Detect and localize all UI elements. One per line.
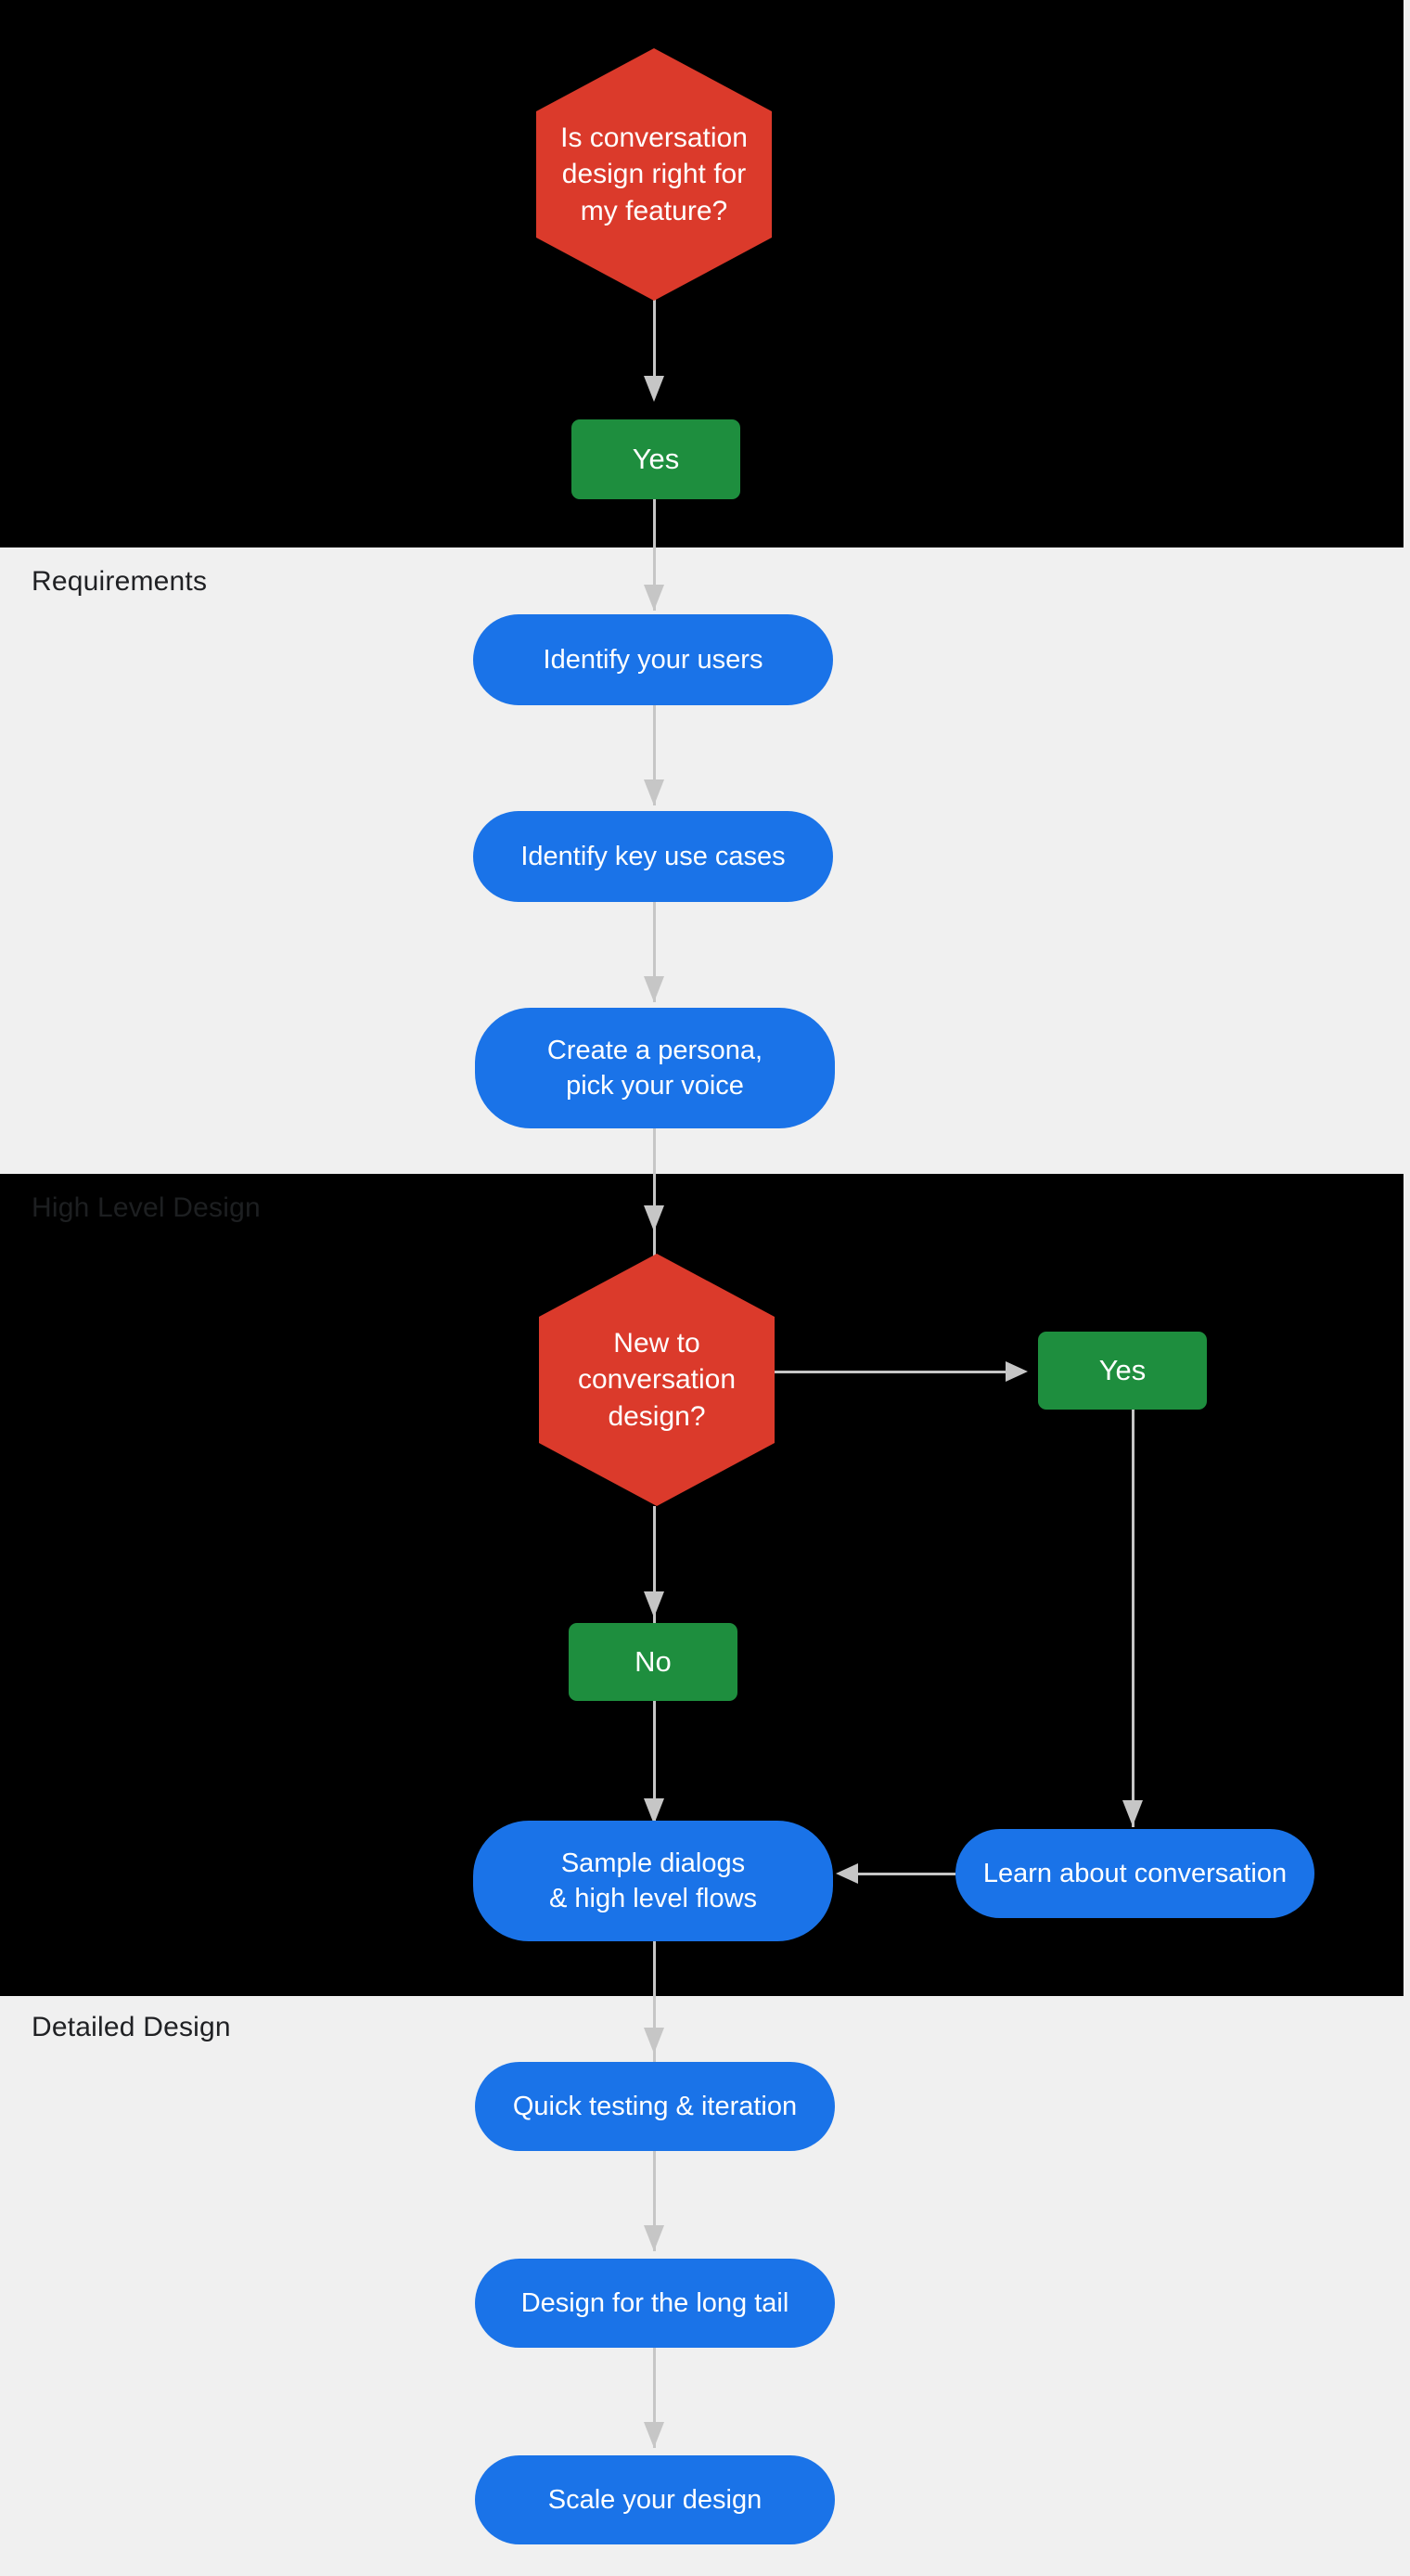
- edge-yes2-to-learn: [1132, 1410, 1134, 1827]
- edge-long-tail-to-scale-design: [653, 2348, 656, 2448]
- edge-persona-to-decision2-arrow: [644, 1205, 664, 1231]
- edge-yes2-to-learn-arrow: [1122, 1800, 1143, 1826]
- canvas-right-margin: [1404, 0, 1410, 2576]
- node-label: Yes: [1098, 1353, 1147, 1386]
- node-label: Design for the long tail: [520, 2287, 789, 2318]
- edge-use-cases-to-persona-arrow: [644, 976, 664, 1002]
- section-label-detailed-design: Detailed Design: [32, 2012, 231, 2042]
- node-terminal-yes-2[interactable]: Yes: [1038, 1332, 1207, 1410]
- edge-learn-to-sample-dialogs-arrow: [836, 1863, 858, 1884]
- node-label: Learn about conversation: [982, 1858, 1288, 1888]
- node-label: Identify key use cases: [520, 841, 786, 871]
- node-terminal-no-1[interactable]: No: [569, 1623, 737, 1701]
- edge-decision1-to-yes1-arrow: [644, 376, 664, 402]
- node-process-quick-testing-iteration[interactable]: Quick testing & iteration: [475, 2062, 835, 2151]
- edge-identify-users-to-use-cases: [653, 705, 656, 805]
- edge-no1-to-sample-dialogs-arrow: [644, 1798, 664, 1824]
- node-process-create-a-persona[interactable]: Create a persona, pick your voice: [475, 1008, 835, 1128]
- node-label: Scale your design: [547, 2484, 763, 2515]
- node-label: Identify your users: [543, 644, 763, 675]
- edge-learn-to-sample-dialogs: [858, 1873, 955, 1875]
- node-process-design-for-the-long-tail[interactable]: Design for the long tail: [475, 2259, 835, 2348]
- node-label: Is conversation design right for my feat…: [560, 122, 748, 226]
- node-process-identify-key-use-cases[interactable]: Identify key use cases: [473, 811, 833, 902]
- node-label: Yes: [632, 442, 680, 475]
- section-label-requirements: Requirements: [32, 566, 208, 597]
- edge-sample-dialogs-to-quick-testing-arrow: [644, 2028, 664, 2054]
- node-process-scale-your-design[interactable]: Scale your design: [475, 2455, 835, 2544]
- edge-identify-users-to-use-cases-arrow: [644, 779, 664, 805]
- node-label: Sample dialogs & high level flows: [548, 1848, 758, 1913]
- node-label: Create a persona, pick your voice: [546, 1035, 763, 1101]
- edge-no1-to-sample-dialogs: [653, 1701, 656, 1824]
- node-process-identify-your-users[interactable]: Identify your users: [473, 614, 833, 705]
- edge-use-cases-to-persona: [653, 902, 656, 1002]
- node-process-sample-dialogs-high-level-flows[interactable]: Sample dialogs & high level flows: [473, 1821, 833, 1941]
- section-label-high-level-design: High Level Design: [32, 1192, 261, 1223]
- edge-decision2-to-no1-arrow: [644, 1591, 664, 1617]
- edge-decision1-to-yes1: [653, 299, 656, 392]
- edge-yes1-to-identify-users: [653, 499, 656, 611]
- edge-long-tail-to-scale-design-arrow: [644, 2422, 664, 2448]
- node-label: Quick testing & iteration: [512, 2091, 798, 2121]
- node-label: New to conversation design?: [577, 1327, 737, 1432]
- node-decision-new-to-conversation-design[interactable]: New to conversation design?: [539, 1254, 775, 1506]
- edge-quick-testing-to-long-tail: [653, 2151, 656, 2251]
- edge-decision2-to-no1: [653, 1506, 656, 1627]
- edge-quick-testing-to-long-tail-arrow: [644, 2225, 664, 2251]
- edge-decision2-to-yes2: [775, 1371, 1008, 1373]
- node-label: No: [634, 1644, 672, 1678]
- edge-decision2-to-yes2-arrow: [1006, 1361, 1028, 1382]
- edge-persona-to-decision2: [653, 1128, 656, 1256]
- edge-yes1-to-identify-users-arrow: [644, 585, 664, 611]
- node-terminal-yes-1[interactable]: Yes: [571, 419, 740, 499]
- node-process-learn-about-conversation[interactable]: Learn about conversation: [955, 1829, 1314, 1918]
- edge-sample-dialogs-to-quick-testing: [653, 1941, 656, 2062]
